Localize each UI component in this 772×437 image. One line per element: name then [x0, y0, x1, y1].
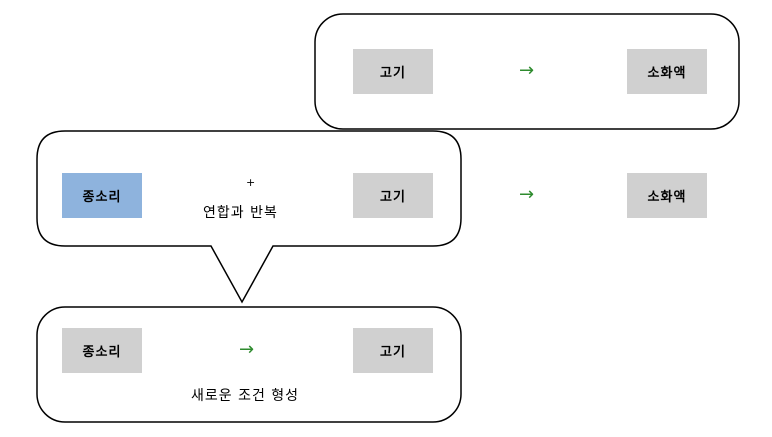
bottom-meat-label: 고기	[380, 345, 406, 360]
top-arrow: →	[519, 60, 535, 81]
middle-bell-box: 종소리	[62, 173, 142, 218]
top-meat-box: 고기	[353, 49, 433, 94]
bottom-arrow: →	[239, 339, 255, 360]
association-label: 연합과 반복	[203, 205, 278, 221]
middle-saliva-box: 소화액	[627, 173, 707, 218]
top-meat-label: 고기	[380, 66, 406, 81]
bottom-bell-box: 종소리	[62, 328, 142, 373]
middle-bell-label: 종소리	[82, 190, 122, 205]
plus-sign: +	[246, 176, 256, 189]
bottom-meat-box: 고기	[353, 328, 433, 373]
new-conditioning-label: 새로운 조건 형성	[191, 388, 300, 404]
middle-saliva-label: 소화액	[647, 190, 687, 205]
middle-meat-box: 고기	[353, 173, 433, 218]
bottom-bell-label: 종소리	[82, 345, 122, 360]
bottom-frame	[36, 306, 462, 423]
middle-meat-label: 고기	[380, 190, 406, 205]
middle-arrow: →	[519, 184, 535, 205]
top-saliva-label: 소화액	[647, 66, 687, 81]
top-saliva-box: 소화액	[627, 49, 707, 94]
top-frame	[314, 13, 740, 130]
